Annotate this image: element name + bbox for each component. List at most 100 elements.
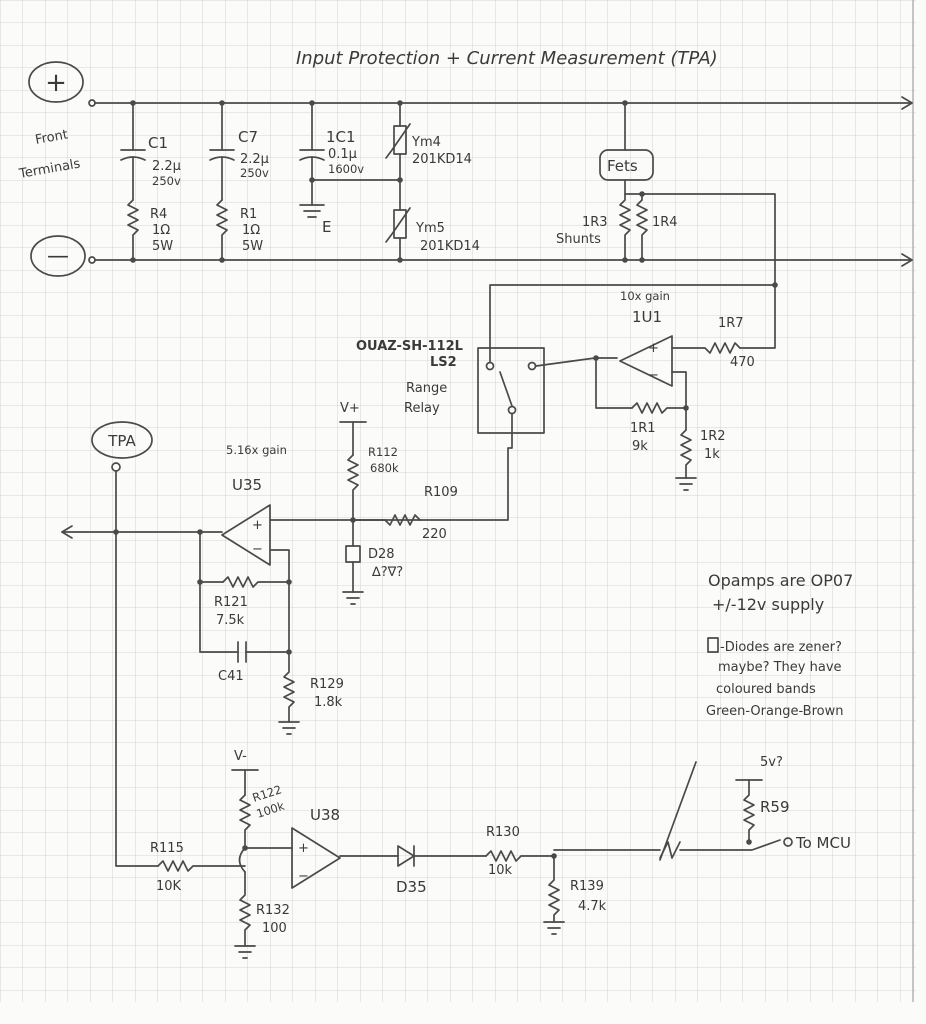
relay-label-1: Range <box>406 381 447 396</box>
r59-label: R59 <box>760 798 790 816</box>
r4-power: 5W <box>152 239 173 254</box>
r130-value: 10k <box>488 863 513 878</box>
u38-opamp <box>291 827 341 889</box>
c1-voltage: 250v <box>152 174 181 188</box>
c7-ref: C7 <box>238 128 258 146</box>
c1-ref: C1 <box>148 134 168 152</box>
r1-value: 1Ω <box>242 223 260 238</box>
vminus-label: V- <box>234 749 247 764</box>
fets-label: Fets <box>607 157 638 175</box>
ic1-branch <box>299 100 401 218</box>
iu1-ref: 1U1 <box>632 308 662 326</box>
u35-minus-sign: − <box>252 542 263 557</box>
ir1-value: 9k <box>632 439 648 454</box>
r129-ref: R129 <box>310 677 344 692</box>
c7-value: 2.2µ <box>240 152 269 167</box>
ir1-ref: 1R1 <box>630 421 656 436</box>
u38-plus-sign: + <box>298 841 309 856</box>
front-terminals-label-1: Front <box>34 127 69 147</box>
r139-ref: R139 <box>570 879 604 894</box>
notes-block: Opamps are OP07 +/-12v supply -Diodes ar… <box>706 571 853 719</box>
r132-ref: R132 <box>256 903 290 918</box>
relay-amp-section: + − <box>419 284 776 521</box>
ic1-value: 0.1µ <box>328 147 357 162</box>
iu1-opamp <box>619 335 673 387</box>
shunts-label: Shunts <box>556 232 601 247</box>
d28-ref: D28 <box>368 547 395 562</box>
r130-ref: R130 <box>486 825 520 840</box>
ym4-ref: Ym4 <box>411 135 441 150</box>
note-line-1: Opamps are OP07 <box>708 571 853 590</box>
u35-opamp <box>221 504 271 566</box>
c7-voltage: 250v <box>240 166 269 180</box>
note-line-4: maybe? They have <box>718 660 842 675</box>
note-line-6: Green-Orange-Brown <box>706 704 843 719</box>
iu1-gain: 10x gain <box>620 289 670 303</box>
r121-ref: R121 <box>214 595 248 610</box>
r1-power: 5W <box>242 239 263 254</box>
r112-value: 680k <box>370 461 399 475</box>
diode-box-symbol <box>707 637 719 653</box>
title-text: Input Protection + Current Measurement (… <box>296 48 718 69</box>
note-line-2: +/-12v supply <box>712 595 824 614</box>
earth-label: E <box>322 218 331 236</box>
r112-ref: R112 <box>368 445 398 459</box>
note-line-5: coloured bands <box>716 682 816 697</box>
minus-terminal-circle <box>30 235 86 277</box>
ir7-ref: 1R7 <box>718 316 744 331</box>
d35-label: D35 <box>396 878 427 896</box>
relay-part-number: OUAZ-SH-112L <box>356 339 463 354</box>
ym4-value: 201KD14 <box>412 152 472 167</box>
r115-ref: R115 <box>150 841 184 856</box>
u35-ref: U35 <box>232 476 262 494</box>
ym5-ref: Ym5 <box>415 221 445 236</box>
u35-stage: + − <box>61 421 421 735</box>
ic1-ref: 1C1 <box>326 128 356 146</box>
r121-value: 7.5k <box>216 613 245 628</box>
r4-value: 1Ω <box>152 223 170 238</box>
r115-value: 10K <box>156 879 182 894</box>
vplus-label: V+ <box>340 401 360 416</box>
range-relay-box <box>477 347 545 434</box>
r1-ref: R1 <box>240 207 257 222</box>
c41-label: C41 <box>218 669 244 684</box>
r109-ref: R109 <box>424 485 458 500</box>
d28-note: ∆?∇? <box>371 565 403 580</box>
u38-stage: + − <box>115 531 793 959</box>
plus-terminal-circle <box>28 61 84 103</box>
ir2-value: 1k <box>704 447 720 462</box>
ir2-ref: 1R2 <box>700 429 726 444</box>
r132-value: 100 <box>262 921 287 936</box>
iu1-plus-sign: + <box>648 341 659 356</box>
note-line-3: -Diodes are zener? <box>720 640 842 655</box>
grid-paper <box>0 0 916 1002</box>
tpa-label: TPA <box>107 432 136 450</box>
r109-value: 220 <box>422 527 447 542</box>
minus-terminal-symbol: — <box>47 244 69 269</box>
ir4-label: 1R4 <box>652 215 678 230</box>
c1-r4-branch <box>120 100 146 263</box>
r129-value: 1.8k <box>314 695 343 710</box>
u38-label: U38 <box>310 806 340 824</box>
v5-label: 5v? <box>760 755 783 770</box>
iu1-minus-sign: − <box>648 368 659 383</box>
relay-label-2: Relay <box>404 401 440 416</box>
r139-value: 4.7k <box>578 899 607 914</box>
u35-plus-sign: + <box>252 518 263 533</box>
tpa-label-circle <box>91 421 153 459</box>
r4-ref: R4 <box>150 207 167 222</box>
to-mcu-label: To MCU <box>795 834 851 852</box>
ym5-value: 201KD14 <box>420 239 480 254</box>
plus-rail-arrow <box>901 96 913 110</box>
u35-gain: 5.16x gain <box>226 443 287 457</box>
varistor-chain <box>385 100 411 263</box>
minus-rail-arrow <box>901 253 913 267</box>
ic1-voltage: 1600v <box>328 162 364 176</box>
u38-minus-sign: − <box>298 869 309 884</box>
plus-terminal-symbol: + <box>45 68 67 98</box>
ir7-value: 470 <box>730 355 755 370</box>
relay-ref: LS2 <box>430 355 457 370</box>
c7-r1-branch <box>209 100 235 263</box>
c1-value: 2.2µ <box>152 159 181 174</box>
